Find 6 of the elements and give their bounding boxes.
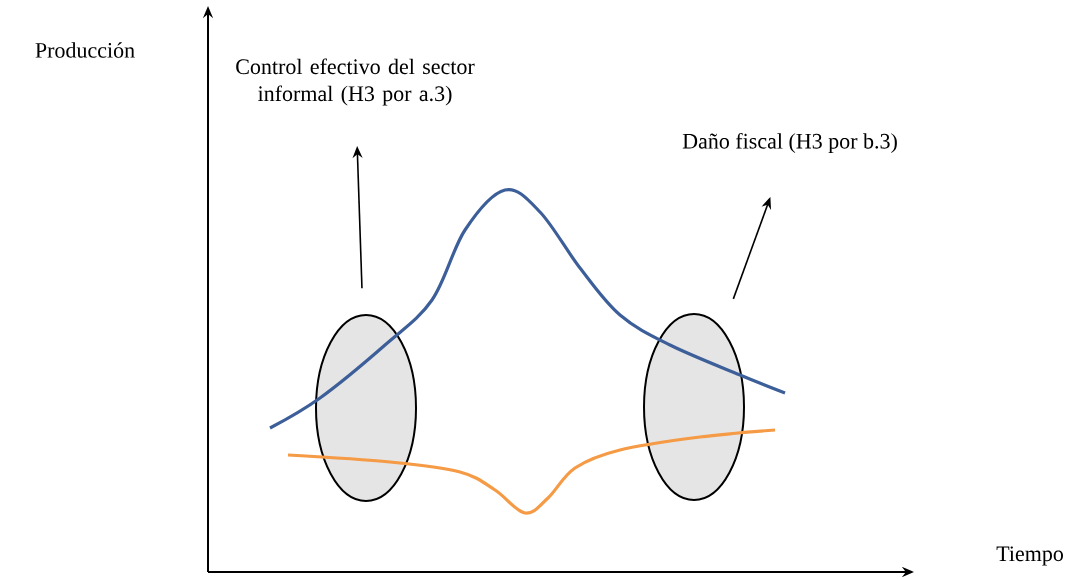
annotation-text: Daño fiscal (H3 por b.3) — [682, 132, 897, 154]
axis-label: Producción — [35, 42, 135, 58]
annotation-text: Control efectivo del sector informal (H3 por a.3) — [236, 58, 475, 106]
ellipse-marker — [643, 313, 745, 501]
axis-label: Tiempo — [996, 546, 1063, 566]
ellipse-marker — [315, 314, 417, 502]
